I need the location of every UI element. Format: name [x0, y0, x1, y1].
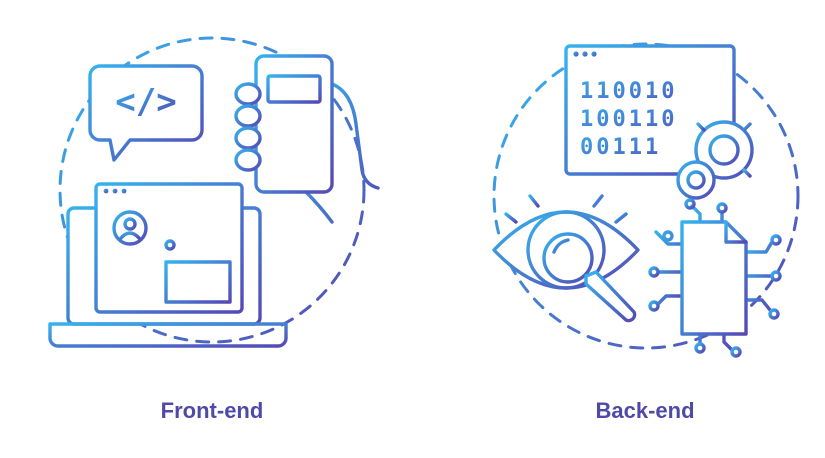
laptop-icon — [48, 182, 288, 348]
front-end-label: Front-end — [160, 398, 264, 423]
gears-icon — [669, 111, 763, 207]
document-circuit-icon — [648, 198, 782, 358]
back-end-dashed-circle — [492, 42, 800, 350]
binary-window-icon: 110010 100110 00111 — [564, 44, 736, 176]
magnifier-icon — [542, 232, 637, 323]
hand-holding-phone-icon — [234, 54, 380, 224]
front-end-dashed-circle — [58, 36, 366, 344]
code-bubble-icon: </> — [88, 64, 204, 162]
back-end-label: Back-end — [595, 398, 695, 423]
back-end-illustration: 110010 100110 00111 — [492, 42, 800, 358]
front-end-illustration: </> — [48, 36, 380, 348]
code-symbol: </> — [115, 82, 176, 122]
binary-row-1: 110010 — [580, 79, 677, 104]
binary-row-2: 100110 — [580, 107, 677, 132]
user-profile-icon — [112, 210, 148, 246]
binary-row-3: 00111 — [580, 135, 661, 160]
